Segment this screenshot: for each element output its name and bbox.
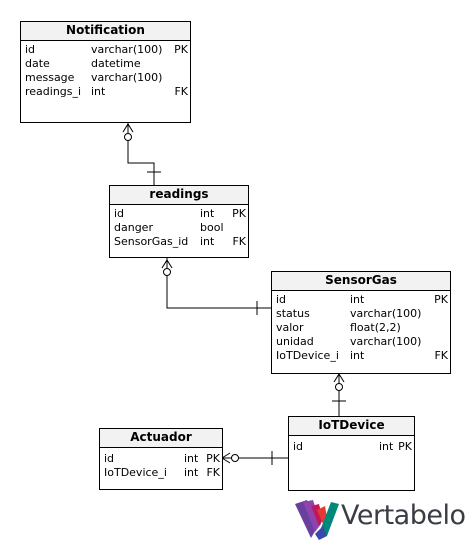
entity-sensorgas[interactable]: SensorGas id int PK status varchar(100) …: [271, 271, 451, 374]
column-name: IoTDevice_i: [276, 349, 339, 362]
column-key: FK: [206, 466, 220, 479]
table-row: danger bool: [110, 221, 248, 235]
column-type: varchar(100): [350, 335, 422, 348]
table-row: IoTDevice_i int FK: [272, 349, 450, 363]
column-type: int: [379, 440, 394, 453]
column-name: status: [276, 307, 310, 320]
table-row: readings_i int FK: [21, 85, 190, 99]
column-key: PK: [434, 293, 448, 306]
column-name: readings_i: [25, 85, 82, 98]
column-key: FK: [232, 235, 246, 248]
column-name: date: [25, 57, 50, 70]
column-type: float(2,2): [350, 321, 401, 334]
column-name: id: [293, 440, 304, 453]
column-type: varchar(100): [350, 307, 422, 320]
column-name: message: [25, 71, 75, 84]
column-type: varchar(100): [91, 71, 163, 84]
column-key: PK: [174, 43, 188, 56]
column-name: id: [104, 452, 115, 465]
column-key: PK: [206, 452, 220, 465]
column-key: FK: [174, 85, 188, 98]
column-type: int: [184, 452, 199, 465]
vertabelo-logo-icon: [295, 500, 339, 540]
column-type: int: [200, 235, 215, 248]
entity-notification[interactable]: Notification id varchar(100) PK date dat…: [20, 21, 191, 123]
column-type: int: [350, 349, 365, 362]
entity-title: SensorGas: [272, 272, 450, 291]
table-row: id int PK: [110, 207, 248, 221]
brand-name: Vertabelo: [341, 500, 466, 531]
relationship-notification-readings: [122, 122, 161, 185]
entity-readings[interactable]: readings id int PK danger bool SensorGas…: [109, 185, 249, 258]
table-row: id varchar(100) PK: [21, 43, 190, 57]
column-type: varchar(100): [91, 43, 163, 56]
column-type: bool: [200, 221, 224, 234]
entity-title: Notification: [21, 22, 190, 41]
table-row: date datetime: [21, 57, 190, 71]
column-type: int: [91, 85, 106, 98]
column-key: FK: [434, 349, 448, 362]
column-name: IoTDevice_i: [104, 466, 167, 479]
table-row: IoTDevice_i int FK: [100, 466, 222, 480]
column-name: valor: [276, 321, 304, 334]
table-row: SensorGas_id int FK: [110, 235, 248, 249]
table-row: id int PK: [272, 293, 450, 307]
column-type: int: [200, 207, 215, 220]
column-key: PK: [398, 440, 412, 453]
column-name: id: [276, 293, 287, 306]
table-row: message varchar(100): [21, 71, 190, 85]
column-type: int: [350, 293, 365, 306]
column-name: id: [25, 43, 36, 56]
table-row: id int PK: [100, 452, 222, 466]
entity-iotdevice[interactable]: IoTDevice id int PK: [288, 416, 415, 491]
column-key: PK: [232, 207, 246, 220]
entity-actuador[interactable]: Actuador id int PK IoTDevice_i int FK: [99, 428, 223, 490]
entity-title: Actuador: [100, 429, 222, 448]
column-name: SensorGas_id: [114, 235, 189, 248]
column-type: datetime: [91, 57, 141, 70]
relationship-actuador-iotdevice: [221, 451, 288, 465]
column-name: id: [114, 207, 125, 220]
column-type: int: [184, 466, 199, 479]
table-row: id int PK: [289, 440, 414, 454]
column-name: unidad: [276, 335, 314, 348]
relationship-readings-sensorgas: [161, 258, 271, 315]
entity-title: IoTDevice: [289, 417, 414, 436]
table-row: status varchar(100): [272, 307, 450, 321]
column-name: danger: [114, 221, 153, 234]
table-row: valor float(2,2): [272, 321, 450, 335]
relationship-sensorgas-iotdevice: [332, 373, 346, 416]
vertabelo-logo: Vertabelo: [293, 498, 466, 542]
entity-title: readings: [110, 186, 248, 205]
table-row: unidad varchar(100): [272, 335, 450, 349]
